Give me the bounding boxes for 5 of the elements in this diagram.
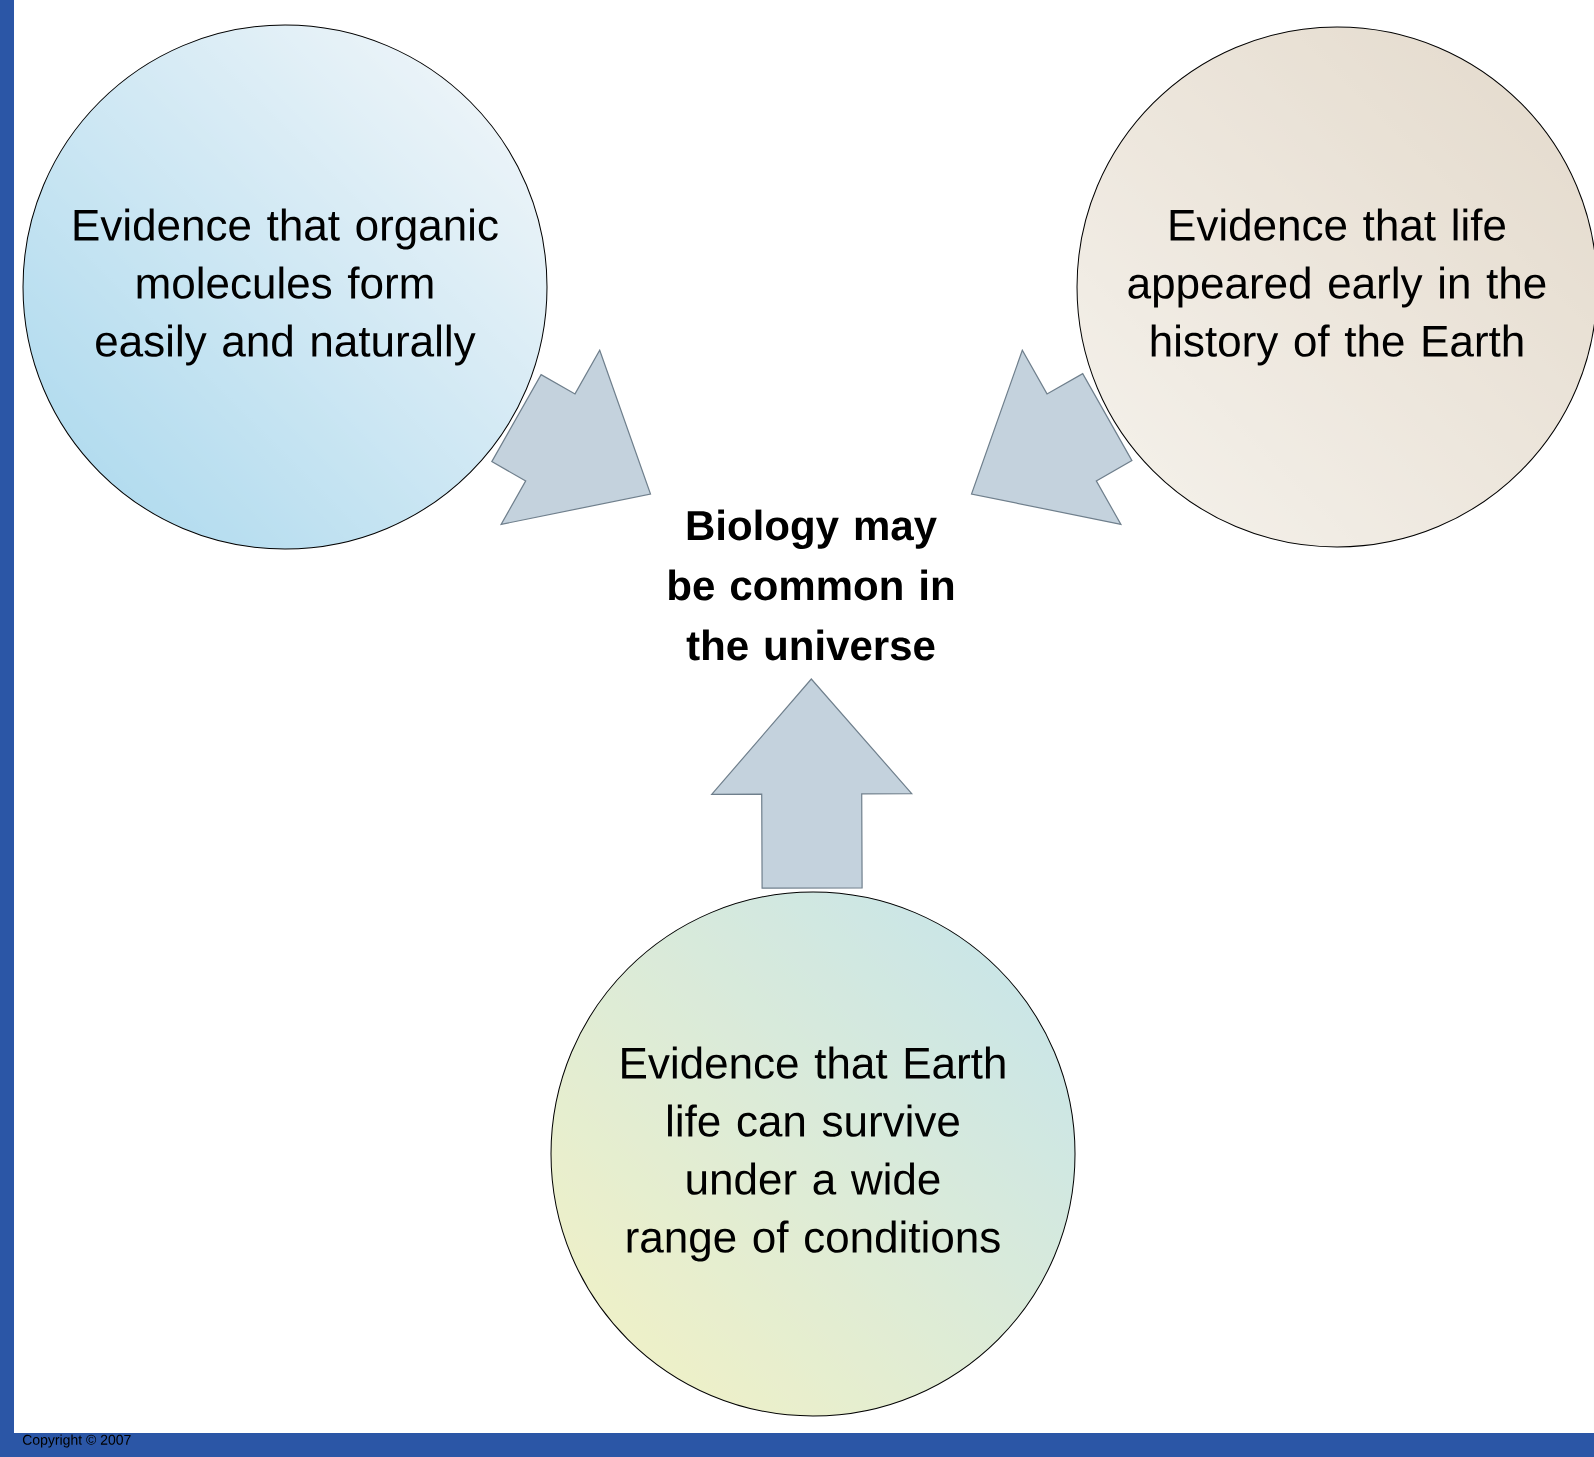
block-arrow (710, 678, 914, 889)
block-arrow (491, 348, 652, 526)
copyright-note: Copyright © 2007 (22, 1434, 131, 1448)
block-arrow (970, 348, 1133, 526)
conclusion-text: Biology may be common in the universe (669, 509, 954, 661)
